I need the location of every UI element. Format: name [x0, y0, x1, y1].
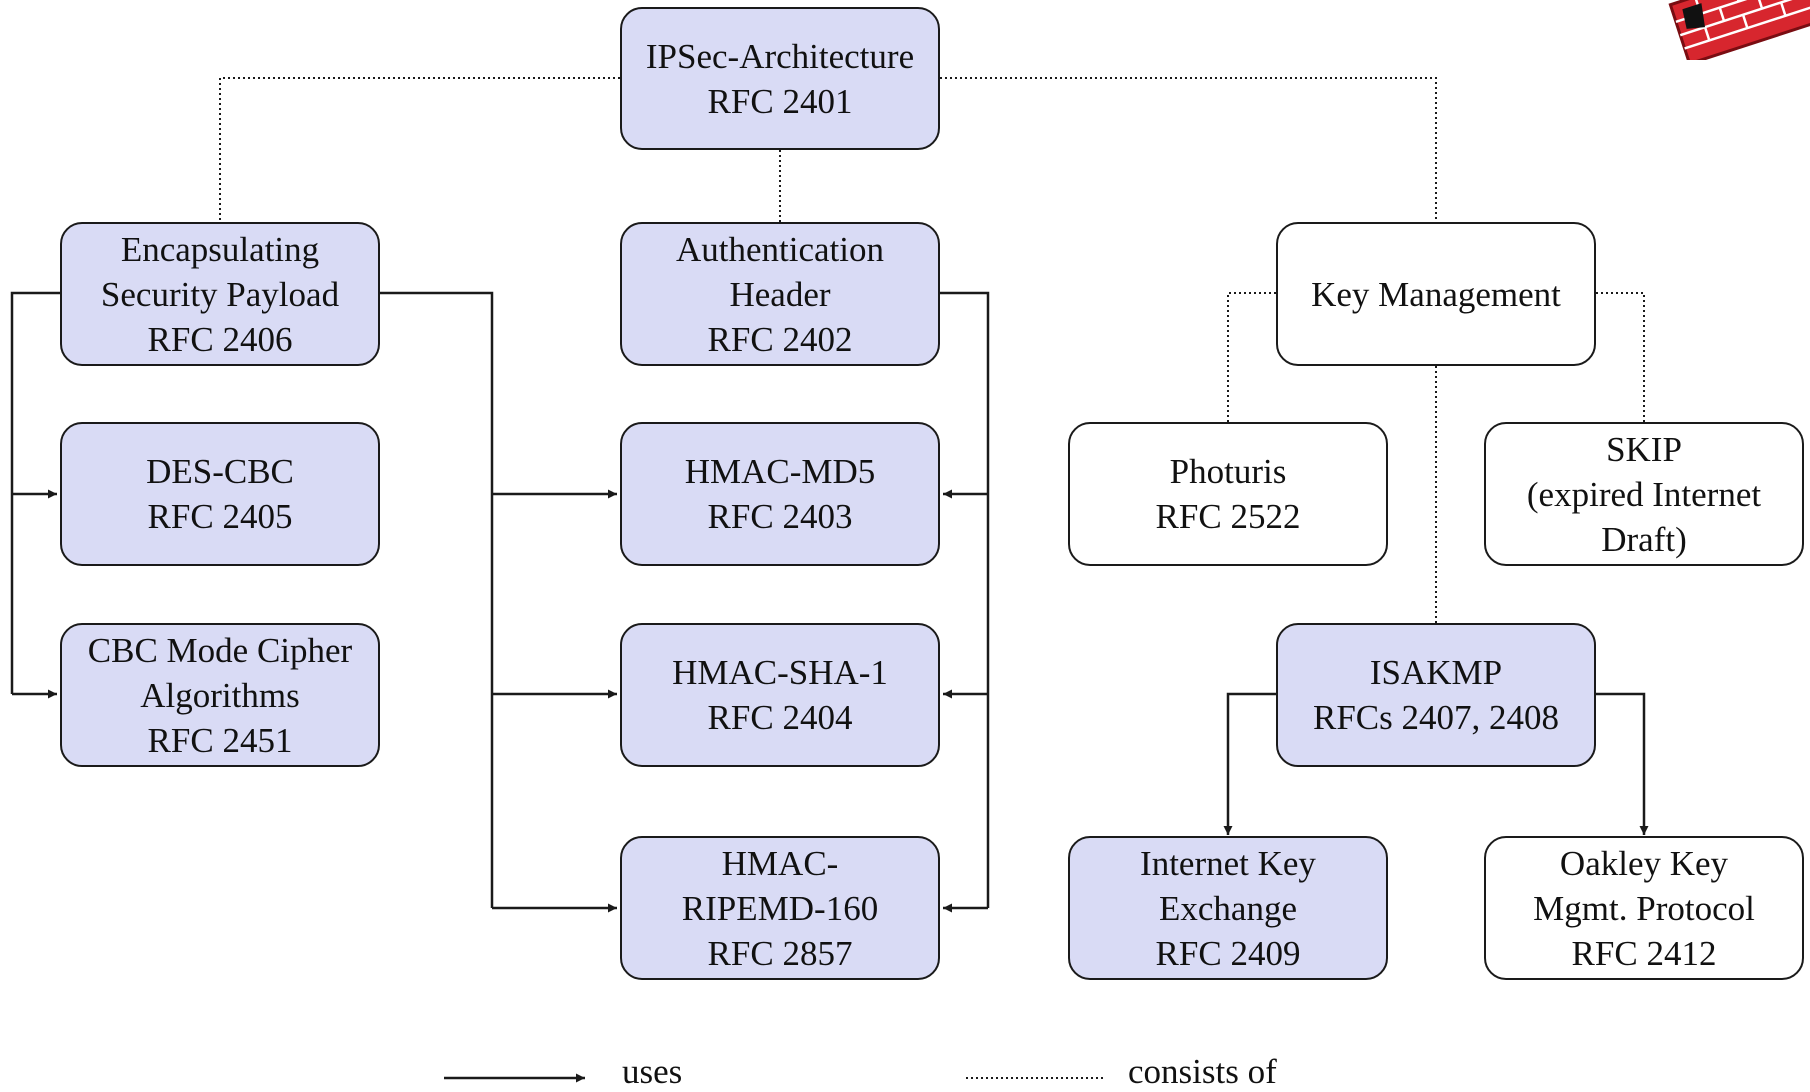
consists-of-connectors: [219, 77, 1645, 623]
firewall-logo-icon: [1668, 0, 1810, 60]
esp-bus-left: [10, 291, 60, 694]
node-encapsulating-security-payload: Encapsulating Security Payload RFC 2406: [60, 222, 380, 366]
node-line: RFC 2857: [707, 933, 853, 973]
node-line: Draft): [1601, 519, 1687, 559]
node-hmac-md5: HMAC-MD5 RFC 2403: [620, 422, 940, 566]
node-line: DES-CBC: [146, 452, 294, 491]
node-oakley-key-mgmt: Oakley Key Mgmt. Protocol RFC 2412: [1484, 836, 1804, 980]
node-line: Mgmt. Protocol: [1533, 888, 1755, 928]
node-line: HMAC-SHA-1: [672, 653, 888, 692]
node-line: CBC Mode Cipher: [87, 630, 353, 670]
node-line: Exchange: [1159, 888, 1297, 928]
node-line: HMAC-: [721, 843, 839, 883]
keymgmt-to-photuris-connector: [1227, 292, 1276, 422]
node-line: RFC 2522: [1155, 497, 1301, 536]
node-cbc-mode-cipher: CBC Mode Cipher Algorithms RFC 2451: [60, 623, 380, 767]
node-line: RFCs 2407, 2408: [1312, 698, 1560, 737]
node-line: Oakley Key: [1559, 843, 1729, 883]
legend-consists-of-label: consists of: [1128, 1052, 1277, 1091]
node-line: SKIP: [1606, 429, 1682, 469]
node-hmac-sha-1: HMAC-SHA-1 RFC 2404: [620, 623, 940, 767]
node-internet-key-exchange: Internet Key Exchange RFC 2409: [1068, 836, 1388, 980]
node-line: Internet Key: [1140, 843, 1316, 883]
node-line: Header: [729, 274, 831, 314]
uses-connectors: [10, 291, 1649, 913]
node-line: RFC 2412: [1571, 933, 1717, 973]
node-line: Photuris: [1169, 452, 1287, 491]
node-line: ISAKMP: [1369, 653, 1503, 692]
node-line: RFC 2405: [147, 497, 293, 536]
node-line: RFC 2404: [707, 698, 853, 737]
legend-uses-label: uses: [622, 1052, 683, 1091]
keymgmt-to-skip-connector: [1596, 292, 1645, 422]
isakmp-to-oakley-arrow: [1596, 692, 1649, 835]
node-line: HMAC-MD5: [684, 452, 876, 491]
node-line: RFC 2409: [1155, 933, 1301, 973]
node-line: RFC 2451: [147, 720, 293, 760]
node-line: Security Payload: [100, 274, 340, 314]
node-line: Key Management: [1311, 274, 1561, 314]
node-line: IPSec-Architecture: [645, 36, 915, 76]
node-hmac-ripemd-160: HMAC- RIPEMD-160 RFC 2857: [620, 836, 940, 980]
node-line: RFC 2403: [707, 497, 853, 536]
arch-to-esp-connector: [219, 77, 620, 222]
node-line: Algorithms: [140, 675, 300, 715]
auth-bus-right: [940, 291, 990, 908]
node-line: RFC 2406: [147, 319, 293, 359]
node-skip: SKIP (expired Internet Draft): [1484, 422, 1804, 566]
node-photuris: Photuris RFC 2522: [1068, 422, 1388, 566]
node-line: Authentication: [675, 229, 884, 269]
node-line: RIPEMD-160: [681, 888, 879, 928]
node-line: RFC 2401: [707, 81, 853, 121]
node-key-management: Key Management: [1276, 222, 1596, 366]
node-line: RFC 2402: [707, 319, 853, 359]
arch-to-keymgmt-connector: [940, 77, 1437, 222]
esp-bus-right: [380, 291, 494, 908]
isakmp-to-ike-arrow: [1223, 692, 1276, 835]
node-isakmp: ISAKMP RFCs 2407, 2408: [1276, 623, 1596, 767]
node-line: Encapsulating: [120, 229, 320, 269]
node-line: (expired Internet: [1526, 474, 1762, 514]
node-authentication-header: Authentication Header RFC 2402: [620, 222, 940, 366]
node-des-cbc: DES-CBC RFC 2405: [60, 422, 380, 566]
node-ipsec-architecture: IPSec-Architecture RFC 2401: [620, 7, 940, 150]
